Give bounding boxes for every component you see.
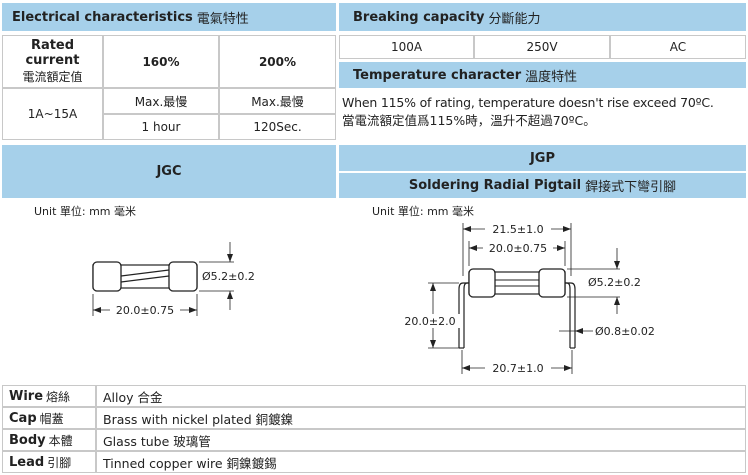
jgp-subheader: Soldering Radial Pigtail 銲接式下彎引腳 [339,173,746,198]
material-row-label: Lead 引腳 [2,451,96,473]
body-label: Body [9,432,46,448]
body-label-cn: 本體 [48,433,73,448]
rated-current-label: Rated current [25,38,80,68]
jgc-cap-right [168,261,198,292]
cap-value: Brass with nickel plated 銅鍍鎳 [96,407,746,429]
time-160: 1 hour [103,114,219,140]
temperature-title: Temperature character [353,67,522,83]
jgc-diameter-label: Ø5.2±0.2 [202,270,255,283]
temperature-text: When 115% of rating, temperature doesn't… [342,94,746,130]
jgp-subtitle-cn: 銲接式下彎引腳 [585,180,677,195]
breaking-title-cn: 分斷能力 [488,11,541,27]
lead-value: Tinned copper wire 銅鎳鍍錫 [96,451,746,473]
rated-current-label-cn: 電流額定值 [22,70,83,84]
jgp-diameter-label: Ø5.2±0.2 [588,276,641,289]
time-200: 120Sec. [219,114,336,140]
jgc-drawing: Unit 單位: mm 毫米 Ø5.2±0.2 20.0±0.75 [34,204,255,317]
temperature-title-cn: 溫度特性 [525,69,578,85]
max-200: Max.最慢 [219,88,336,114]
breaking-title: Breaking capacity [353,9,485,25]
jgp-cap-left [468,268,496,298]
jgp-bottom-label: 20.7±1.0 [492,362,543,375]
jgp-subtitle: Soldering Radial Pigtail [408,178,582,193]
jgc-wire [120,269,170,277]
lead-label-cn: 引腳 [47,455,72,470]
jgp-lead-left [458,282,469,348]
cap-label-cn: 帽蓋 [39,411,64,426]
max-160: Max.最慢 [103,88,219,114]
jgp-header: JGP [339,145,746,171]
breaking-type: AC [610,35,746,59]
col-160: 160% [103,35,219,88]
breaking-current: 100A [339,35,474,59]
material-row-label: Cap 帽蓋 [2,407,96,429]
wire-value: Alloy 合金 [96,385,746,407]
jgp-unit: Unit 單位: mm 毫米 [372,204,474,218]
temperature-header: Temperature character 溫度特性 [339,62,746,88]
breaking-voltage: 250V [474,35,610,59]
electrical-title: Electrical characteristics [12,9,193,25]
electrical-header: Electrical characteristics 電氣特性 [2,3,336,31]
material-row-label: Body 本體 [2,429,96,451]
jgp-cap-right [538,268,566,298]
jgc-header: JGC [2,145,336,198]
temperature-line-cn: 當電流額定值爲115%時，溫升不超過70ºC。 [342,113,596,128]
lead-label: Lead [9,454,45,470]
jgp-body-label: 20.0±0.75 [489,242,547,255]
wire-label-cn: 熔絲 [46,389,71,404]
material-row-label: Wire 熔絲 [2,385,96,407]
body-value: Glass tube 玻璃管 [96,429,746,451]
current-range: 1A~15A [2,88,103,140]
jgp-height-label: 20.0±2.0 [404,315,455,328]
col-200: 200% [219,35,336,88]
rated-current-cell: Rated current 電流額定值 [2,35,103,88]
jgp-top-label: 21.5±1.0 [492,223,543,236]
jgp-drawing: Unit 單位: mm 毫米 21.5±1.0 20.0±0.75 Ø5.2±0… [372,204,655,375]
jgc-title: JGC [156,164,182,179]
breaking-header: Breaking capacity 分斷能力 [339,3,746,31]
electrical-title-cn: 電氣特性 [196,11,249,27]
jgp-lead-label: Ø0.8±0.02 [595,325,655,338]
temperature-line-en: When 115% of rating, temperature doesn't… [342,95,714,110]
jgc-cap-left [92,261,122,292]
jgp-lead-right [565,282,576,348]
jgc-unit: Unit 單位: mm 毫米 [34,204,136,218]
wire-label: Wire [9,388,44,404]
jgc-length-label: 20.0±0.75 [116,304,174,317]
jgp-title: JGP [529,150,556,166]
cap-label: Cap [9,410,37,426]
